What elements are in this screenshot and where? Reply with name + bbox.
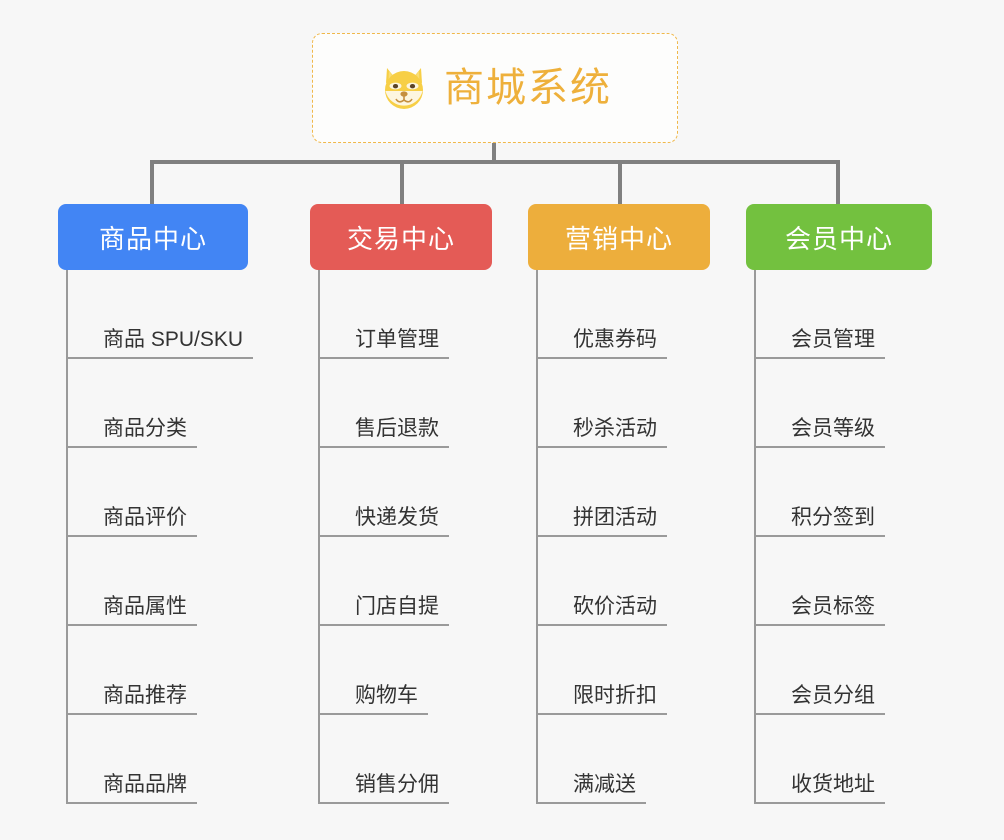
leaf-label: 门店自提 [319, 595, 449, 626]
leaf-list-1: 商品 SPU/SKU 商品分类 商品评价 商品属性 商品推荐 商品品牌 [58, 270, 254, 804]
list-item[interactable]: 拼团活动 [537, 448, 710, 537]
root-node[interactable]: 商城系统 [312, 33, 678, 143]
leaf-trunk-3 [536, 270, 538, 804]
list-item[interactable]: 优惠券码 [537, 270, 710, 359]
list-item[interactable]: 会员管理 [755, 270, 932, 359]
category-header-1[interactable]: 商品中心 [58, 204, 248, 270]
leaf-list-4: 会员管理 会员等级 积分签到 会员标签 会员分组 收货地址 [746, 270, 932, 804]
list-item[interactable]: 秒杀活动 [537, 359, 710, 448]
list-item[interactable]: 商品评价 [67, 448, 248, 537]
category-title: 交易中心 [346, 223, 455, 254]
connector-drop-4 [836, 160, 840, 204]
category-title: 商品中心 [98, 223, 207, 254]
category-header-2[interactable]: 交易中心 [310, 204, 492, 270]
list-item[interactable]: 商品分类 [67, 359, 248, 448]
leaf-trunk-2 [318, 270, 320, 804]
leaf-label: 满减送 [537, 773, 646, 804]
list-item[interactable]: 销售分佣 [319, 715, 492, 804]
list-item[interactable]: 收货地址 [755, 715, 932, 804]
leaf-label: 快递发货 [319, 506, 449, 537]
list-item[interactable]: 商品品牌 [67, 715, 248, 804]
leaf-label: 会员标签 [755, 595, 885, 626]
connector-drop-2 [400, 160, 404, 204]
list-item[interactable]: 会员等级 [755, 359, 932, 448]
leaf-label: 商品属性 [67, 595, 197, 626]
shiba-dog-emoji [378, 62, 430, 114]
list-item[interactable]: 商品 SPU/SKU [67, 270, 254, 359]
list-item[interactable]: 商品推荐 [67, 626, 248, 715]
leaf-list-3: 优惠券码 秒杀活动 拼团活动 砍价活动 限时折扣 满减送 [528, 270, 710, 804]
leaf-label: 拼团活动 [537, 506, 667, 537]
list-item[interactable]: 快递发货 [319, 448, 492, 537]
connector-drop-3 [618, 160, 622, 204]
connector-root-stem [492, 143, 496, 162]
leaf-label: 商品品牌 [67, 773, 197, 804]
leaf-label: 商品评价 [67, 506, 197, 537]
root-title: 商城系统 [444, 66, 612, 110]
category-header-4[interactable]: 会员中心 [746, 204, 932, 270]
connector-horizontal-bus [150, 160, 840, 164]
connector-drop-1 [150, 160, 154, 204]
leaf-label: 销售分佣 [319, 773, 449, 804]
leaf-label: 会员等级 [755, 417, 885, 448]
list-item[interactable]: 会员分组 [755, 626, 932, 715]
category-title: 会员中心 [784, 223, 893, 254]
list-item[interactable]: 积分签到 [755, 448, 932, 537]
list-item[interactable]: 商品属性 [67, 537, 248, 626]
leaf-label: 商品分类 [67, 417, 197, 448]
leaf-label: 商品 SPU/SKU [67, 328, 254, 359]
branch-column-2: 交易中心 订单管理 售后退款 快递发货 门店自提 购物车 销售分佣 [310, 204, 492, 804]
branch-column-3: 营销中心 优惠券码 秒杀活动 拼团活动 砍价活动 限时折扣 满减送 [528, 204, 710, 804]
category-title: 营销中心 [564, 223, 673, 254]
leaf-list-2: 订单管理 售后退款 快递发货 门店自提 购物车 销售分佣 [310, 270, 492, 804]
leaf-label: 购物车 [319, 684, 428, 715]
list-item[interactable]: 砍价活动 [537, 537, 710, 626]
leaf-label: 商品推荐 [67, 684, 197, 715]
list-item[interactable]: 门店自提 [319, 537, 492, 626]
list-item[interactable]: 限时折扣 [537, 626, 710, 715]
leaf-trunk-1 [66, 270, 68, 804]
list-item[interactable]: 售后退款 [319, 359, 492, 448]
leaf-label: 收货地址 [755, 773, 885, 804]
list-item[interactable]: 会员标签 [755, 537, 932, 626]
list-item[interactable]: 购物车 [319, 626, 492, 715]
leaf-trunk-4 [754, 270, 756, 804]
list-item[interactable]: 订单管理 [319, 270, 492, 359]
leaf-label: 会员管理 [755, 328, 885, 359]
leaf-label: 积分签到 [755, 506, 885, 537]
leaf-label: 限时折扣 [537, 684, 667, 715]
leaf-label: 订单管理 [319, 328, 449, 359]
leaf-label: 砍价活动 [537, 595, 667, 626]
leaf-label: 售后退款 [319, 417, 449, 448]
branch-column-1: 商品中心 商品 SPU/SKU 商品分类 商品评价 商品属性 商品推荐 商品品牌 [58, 204, 254, 804]
leaf-label: 优惠券码 [537, 328, 667, 359]
list-item[interactable]: 满减送 [537, 715, 710, 804]
leaf-label: 会员分组 [755, 684, 885, 715]
branch-column-4: 会员中心 会员管理 会员等级 积分签到 会员标签 会员分组 收货地址 [746, 204, 932, 804]
leaf-label: 秒杀活动 [537, 417, 667, 448]
category-header-3[interactable]: 营销中心 [528, 204, 710, 270]
